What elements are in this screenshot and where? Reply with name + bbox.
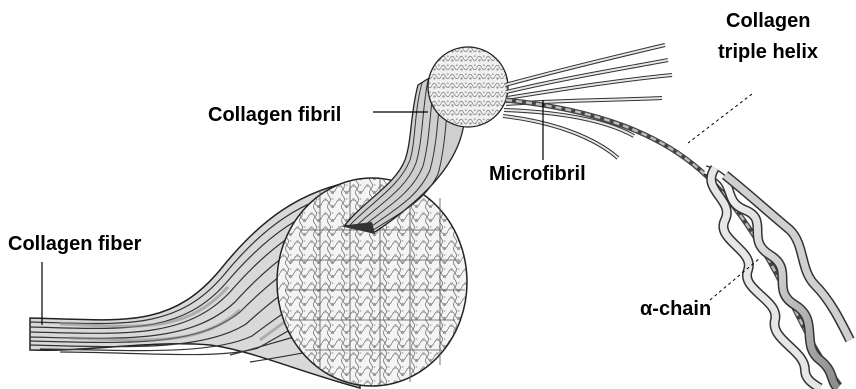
triple-helix-label-line1: Collagen xyxy=(726,10,810,32)
triple-helix-leader xyxy=(688,94,752,143)
fibril-cross-section xyxy=(428,47,508,127)
alpha-chain-label: α-chain xyxy=(640,298,711,320)
collagen-fiber-label: Collagen fiber xyxy=(8,233,142,255)
collagen-fibril-label: Collagen fibril xyxy=(208,104,341,126)
microfibril-label: Microfibril xyxy=(489,163,586,185)
alpha-chain-strands xyxy=(705,168,850,388)
triple-helix-label-line2: triple helix xyxy=(718,41,818,63)
